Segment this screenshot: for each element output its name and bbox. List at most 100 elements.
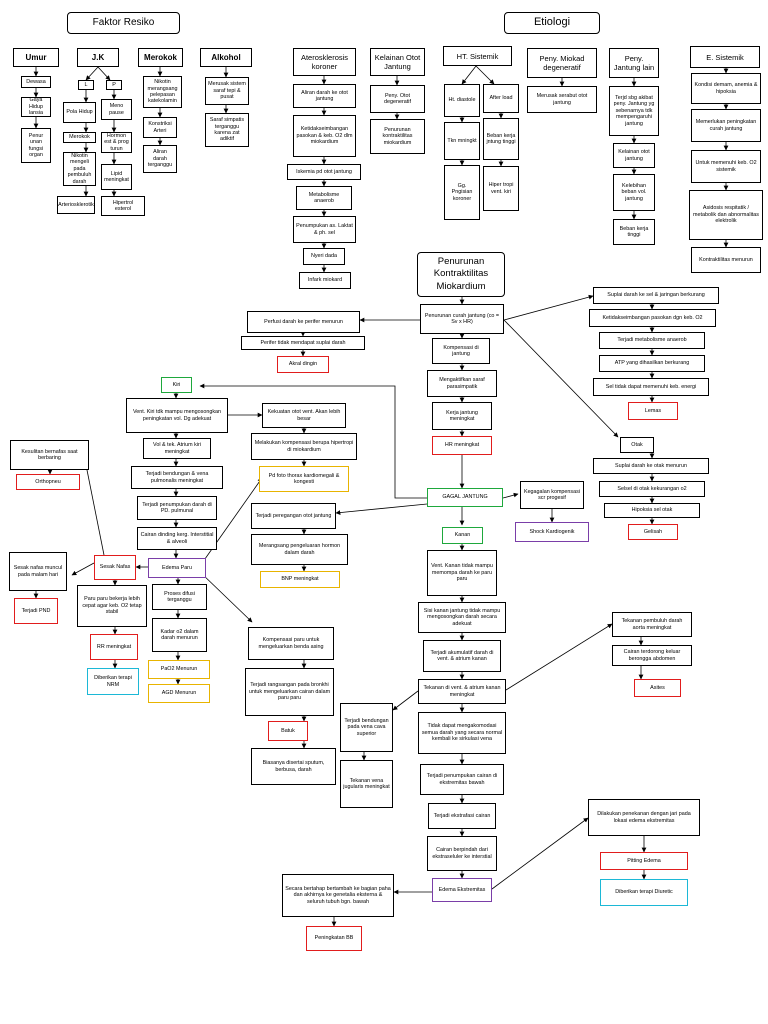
merokok-item: Konstriksi Arteri: [143, 117, 177, 138]
terjadi-pnd: Terjadi PND: [14, 598, 58, 624]
ht-item: Beban kerja jntung tinggi: [483, 118, 519, 160]
kiri-step: Terjadi penumpukan darah di PD. pulmunal: [137, 496, 217, 520]
terapi-diuretic: Diberikan terapi Diuretic: [600, 879, 688, 906]
merokok-item: Aliran darah terganggu: [143, 145, 177, 173]
perfusi-step: Perifer tidak mendapat suplai darah: [241, 336, 365, 350]
ateros-item: Metabolisme anaerob: [296, 186, 352, 210]
paru-bekerja: Paru paru bekerja lebih cepat agar keb. …: [77, 585, 147, 627]
risk-merokok: Merokok: [138, 48, 183, 67]
etiologi-e-sistemik: E. Sistemik: [690, 46, 760, 68]
kanan-step: Tekanan di vent. & atrium kanan meningka…: [418, 679, 506, 704]
ateros-item: Ketidakseimbangan pasokan & keb. O2 dlm …: [293, 115, 356, 157]
merokok-item: Nikotin merangsang pelepasan katekolamin: [143, 76, 182, 108]
jk-l: L: [78, 80, 94, 90]
esis-item: Asidosis respitatik / metabolik dan abno…: [689, 190, 763, 240]
sel-step: Sel tidak dapat memenuhi keb. energi: [593, 378, 709, 396]
esis-item: Kondisi demam, anemia & hipoksia: [691, 73, 761, 104]
etiologi-aterosklerosis: Aterosklerosis koroner: [293, 48, 356, 76]
sesak-nafas: Sesak Nafas: [94, 555, 136, 580]
kompensasi-step: Melakukan kompensasi berupa hipertropi d…: [251, 433, 357, 460]
akral-label: Akral dingin: [288, 361, 318, 368]
ateros-item: Nyeri dada: [303, 248, 345, 265]
edema-ekstremitas: Edema Ekstremitas: [432, 878, 492, 902]
kiri-step: Vol & tek. Atrium kiri meningkat: [143, 438, 211, 459]
hr-meningkat: HR meningkat: [432, 436, 492, 455]
center-step: Kompensasi di jantung: [432, 338, 490, 364]
kiri-label: Kiri: [161, 377, 192, 393]
edema-paru: Edema Paru: [148, 558, 206, 578]
foto-thorax: Pd foto thorax kardiomegali & kongesti: [259, 466, 349, 492]
kompensasi-step: Merangsang pengeluaran hormon dalam dara…: [251, 534, 348, 565]
difusi-step: Proses difusi terganggu: [152, 584, 207, 610]
miokard-item: Merusak serabut otot jantung: [527, 86, 597, 113]
ateros-item: Aliran darah ke otot jantung: [293, 84, 356, 108]
kiri-step: Vent. Kiri tdk mampu mengosongkan pening…: [126, 398, 228, 433]
center-step: Penurunan curah jantung (co = Sv x HR): [420, 304, 504, 334]
sel-step: Terjadi metabolisme anaerob: [599, 332, 705, 349]
kompensasi-paru: Kompensasi paru untuk mengeluarkan benda…: [248, 627, 334, 660]
shock-kardiogenik: Shock Kardiogenik: [515, 522, 589, 542]
ateros-item: Iskemia pd otot jantung: [287, 164, 361, 180]
secara-bertahap: Secara bertahap bertambah ke bagian paha…: [282, 874, 394, 917]
peningkatan-bb: Peningkatan BB: [306, 926, 362, 951]
ht-item: Hiper tropi vent. kiri: [483, 166, 519, 211]
lemas: Lemas: [628, 402, 678, 420]
terapi-nrm: Diberikan terapi NRM: [87, 668, 139, 695]
otak: Otak: [620, 437, 654, 453]
center-step: Kerja jantung meningkat: [432, 402, 492, 430]
esis-item: Memerlukan peningkatan curah jantung: [691, 109, 761, 142]
kompensasi-step: Kekuatan otot vent. Akan lebih besar: [262, 403, 346, 428]
p-item: Lipid meningkat: [101, 164, 132, 190]
ht-item: Gg. Pngisian koroner: [444, 165, 480, 220]
kelainan-item: Peny. Otot degeneratif: [370, 85, 425, 113]
penekanan-jari: Dilakukan penekanan dengan jari pada lok…: [588, 799, 700, 836]
p-item: Hormon est & prog turun: [101, 132, 132, 153]
ht-item: After load: [483, 84, 519, 113]
agd-menurun: AGD Menurun: [148, 684, 210, 703]
pjl-item: Terjd sbg akibat peny. Jantung yg sebena…: [609, 86, 659, 136]
vena-jugularis: Tekanan vena jugularis meningkat: [340, 760, 393, 808]
l-item: Nikotin mengeli pada pembuluh darah: [63, 152, 96, 186]
kanan-step: Vent. Kanan tidak mampu memompa darah ke…: [427, 550, 497, 596]
difusi-step: Kadar o2 dalam darah menurun: [152, 618, 207, 652]
vena-cava: Terjadi bendungan pada vena cava superio…: [340, 703, 393, 752]
kelainan-item: Penurunan kontraktilitas miokardium: [370, 119, 425, 154]
ateros-item: Penumpukan as. Laktat & ph. sel: [293, 216, 356, 243]
otak-step: Hipoksia sel otak: [604, 503, 700, 518]
batuk: Batuk: [268, 721, 308, 741]
kanan-step: Terjadi akumulatif darah di vent. & atri…: [423, 640, 501, 672]
ateros-item: Infark miokard: [299, 272, 351, 289]
kanan-step: Sisi kanan jantung tidak mampu mengosong…: [418, 602, 506, 633]
batuk-disertai: Biasanya disertai sputum, berbusa, darah: [251, 748, 336, 785]
pitting-edema: Pitting Edema: [600, 852, 688, 870]
esis-item: Kontraktilitas menurun: [691, 247, 761, 273]
l-item: Pola Hidup: [63, 102, 96, 123]
pao2-menurun: PaO2 Menurun: [148, 660, 210, 679]
otak-step: Selsel di otak kekurangan o2: [599, 481, 705, 497]
center-step: Mengaktifkan saraf parasimpatik: [427, 370, 497, 397]
akral-dingin: Akral dingin: [277, 356, 329, 373]
umur-item: Dewasa: [21, 76, 51, 88]
kiri-step: Terjadi bendungan & vena pulmonalis meni…: [131, 466, 223, 489]
kanan-step: Cairan berpindah dari ekstraseluler ke i…: [427, 836, 497, 871]
kanan-step: Tidak dapat mengakomodasi semua darah ya…: [418, 712, 506, 754]
kanan-step: Terjadi penumpukan cairan di ekstremitas…: [420, 764, 504, 795]
risk-alkohol: Alkohol: [200, 48, 252, 67]
jk-p: P: [106, 80, 122, 90]
pjl-item: Kelebihan beban vol. jantung: [613, 174, 655, 211]
etiologi-ht-sistemik: HT. Sistemik: [443, 46, 512, 66]
l-item: Arteriosklerotik: [57, 196, 95, 214]
etiologi-kelainan-otot: Kelainan Otot Jantung: [370, 48, 425, 76]
umur-item: Penur unan fungsi organ: [21, 128, 51, 163]
alkohol-item: Merusak sistem saraf tepi & pusat: [205, 77, 249, 105]
penurunan-kontraktilitas-title: Penurunan Kontraktilitas Miokardium: [417, 252, 505, 297]
kompensasi-step: Terjadi peregangan otot jantung: [251, 503, 336, 529]
asites: Asites: [634, 679, 681, 697]
gelisah: Gelisah: [628, 524, 678, 540]
kegagalan-kompensasi: Kegagalan kompensasi scr progesif: [520, 481, 584, 509]
ht-item: Ht. diastole: [444, 84, 480, 117]
kesulitan-bernafas: Kesulitan bernafas saat berbaring: [10, 440, 89, 470]
etiologi-header: Etiologi: [504, 12, 600, 34]
kanan-step: Terjadi ekstrafasi cairan: [428, 803, 496, 829]
